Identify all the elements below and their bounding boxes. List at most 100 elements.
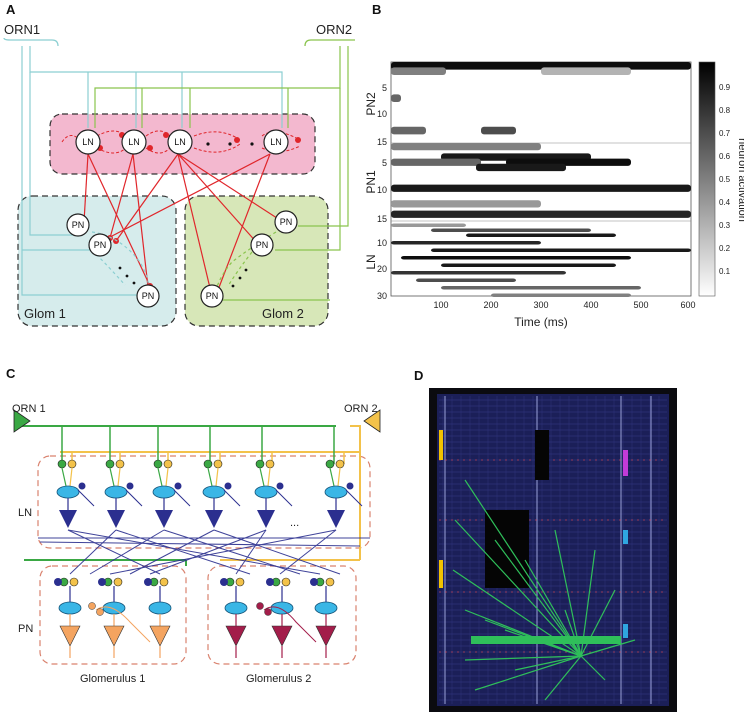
panel-c-diagram: ORN 1 ORN 2 LN PN Glomerulus 1 Glomerulu… [12, 403, 381, 685]
pn-node-g2-3 [200, 284, 224, 308]
glomerulus2-box [207, 565, 357, 665]
xtick-400: 400 [583, 300, 598, 310]
pn-soma-g1-1 [58, 601, 82, 615]
panel-b: B 5 10 15 5 10 15 10 20 30 100 200 300 4… [365, 0, 744, 340]
ln-soma-3 [152, 485, 176, 499]
activation-band-14 [391, 210, 691, 218]
pn-label-5: PN [256, 240, 269, 250]
ln-label-2: LN [128, 137, 140, 147]
pn-neuron-g2-2 [271, 625, 293, 647]
xtick-100: 100 [433, 300, 448, 310]
pn-neuron-g1-3 [149, 625, 171, 647]
activation-band-7 [391, 143, 541, 151]
chip-layout-image [429, 388, 677, 712]
ln-neuron-2 [107, 510, 125, 528]
pn-neuron-g1-2 [103, 625, 125, 647]
activation-band-13 [391, 200, 541, 208]
panel-c-letter: C [6, 366, 16, 381]
activation-band-24 [441, 286, 641, 290]
pn-neuron-g2-3 [315, 625, 337, 647]
ln-soma-1 [56, 485, 80, 499]
panel-a-diagram: LN LN LN LN PN PN PN PN PN PN ORN1 ORN2 … [3, 22, 355, 327]
activation-band-9 [391, 158, 481, 166]
group-label-pn2: PN2 [365, 92, 378, 116]
pn-soma-g2-3 [314, 601, 338, 615]
glom2-label: Glom 2 [262, 306, 304, 321]
pn-label-4: PN [280, 217, 293, 227]
ln-label-4: LN [270, 137, 282, 147]
glom2-box [184, 195, 329, 327]
ln-neuron-1 [59, 510, 77, 528]
pn-node-g1-2 [88, 233, 112, 257]
panel-c: C [0, 360, 395, 714]
ln-node-3 [167, 129, 193, 155]
cbar-tick-0.2: 0.2 [719, 244, 731, 253]
ytick-pn1-5: 5 [382, 158, 387, 168]
ln-node-1 [75, 129, 101, 155]
cbar-tick-0.6: 0.6 [719, 152, 731, 161]
pn-soma-g2-1 [224, 601, 248, 615]
activation-band-16 [431, 228, 591, 232]
activation-band-15 [391, 223, 466, 227]
pn-soma-g1-2 [102, 601, 126, 615]
activation-band-4 [391, 94, 401, 102]
pn-node-g1-1 [66, 213, 90, 237]
xtick-600: 600 [680, 300, 695, 310]
glom1-box [17, 195, 177, 327]
ln-c-label: LN [18, 507, 32, 519]
activation-band-12 [391, 184, 691, 192]
xtick-200: 200 [483, 300, 498, 310]
ytick-ln-10: 10 [377, 238, 387, 248]
orn1-triangle [13, 409, 31, 433]
glomerulus1-label: Glomerulus 1 [80, 673, 145, 685]
activation-band-5 [391, 126, 426, 135]
panel-a: A [0, 0, 360, 340]
activation-band-25 [491, 293, 631, 297]
cbar-tick-0.3: 0.3 [719, 221, 731, 230]
ln-soma-6 [324, 485, 348, 499]
pn-node-g2-1 [274, 210, 298, 234]
orn2-label: ORN2 [316, 22, 352, 37]
activation-band-18 [391, 241, 541, 245]
ln-soma-5 [254, 485, 278, 499]
ln-neuron-3 [155, 510, 173, 528]
panel-d: D [405, 360, 744, 714]
glomerulus1-box [39, 565, 187, 665]
activation-band-2 [391, 67, 446, 75]
ln-node-4 [263, 129, 289, 155]
panel-a-letter: A [6, 2, 16, 17]
panel-d-letter: D [414, 368, 424, 383]
activation-band-19 [431, 248, 691, 252]
colorbar-label: neuron activation [736, 138, 744, 222]
pn-neuron-g1-1 [59, 625, 81, 647]
activation-band-23 [416, 278, 516, 282]
pn-label-2: PN [94, 240, 107, 250]
ln-soma-2 [104, 485, 128, 499]
activation-band-17 [466, 233, 616, 237]
x-axis-label: Time (ms) [514, 315, 568, 329]
orn1-label: ORN1 [4, 22, 40, 37]
pn-c-label: PN [18, 623, 33, 635]
glom1-label: Glom 1 [24, 306, 66, 321]
pn-label-1: PN [72, 220, 85, 230]
activation-band-20 [401, 256, 631, 260]
orn2-triangle [363, 409, 381, 433]
ln-neuron-4 [205, 510, 223, 528]
activation-band-11 [476, 163, 566, 172]
xtick-300: 300 [533, 300, 548, 310]
ln-label-3: LN [174, 137, 186, 147]
cbar-tick-0.9: 0.9 [719, 83, 731, 92]
xtick-500: 500 [633, 300, 648, 310]
group-label-pn1: PN1 [365, 170, 378, 194]
activation-band-6 [481, 126, 516, 135]
ln-soma-4 [202, 485, 226, 499]
pn-node-g2-2 [250, 233, 274, 257]
pn-soma-g2-2 [270, 601, 294, 615]
cbar-tick-0.5: 0.5 [719, 175, 731, 184]
activation-band-3 [541, 67, 631, 75]
cbar-tick-0.8: 0.8 [719, 106, 731, 115]
ytick-ln-30: 30 [377, 291, 387, 301]
pn-soma-g1-3 [148, 601, 172, 615]
ytick-pn1-15: 15 [377, 214, 387, 224]
ln-label-1: LN [82, 137, 94, 147]
